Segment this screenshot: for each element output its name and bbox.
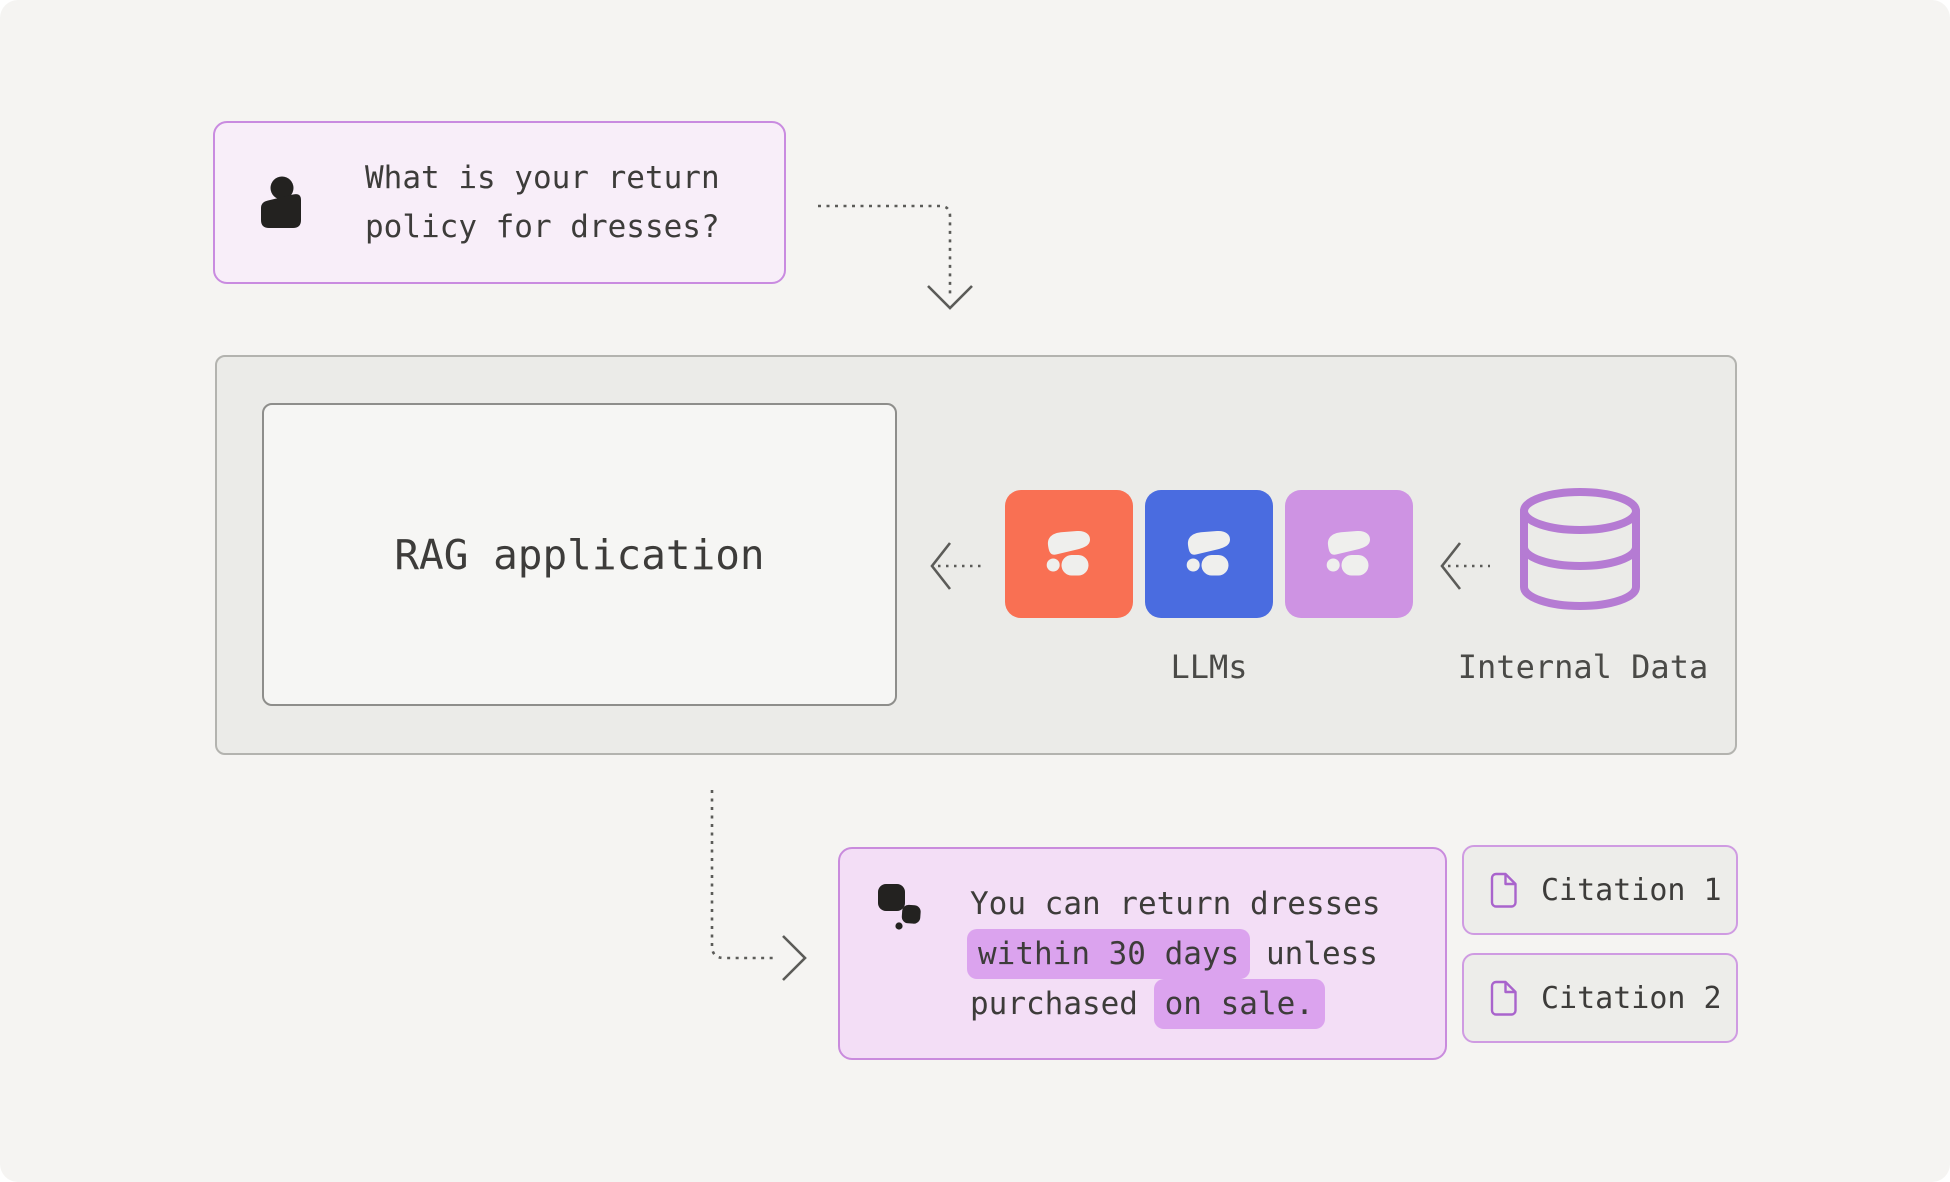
llms-label: LLMs [1170, 648, 1248, 686]
flow-arrow-llms-to-rag [930, 542, 986, 590]
document-icon [1490, 872, 1517, 908]
citation-label: Citation 2 [1541, 980, 1722, 1016]
person-icon [261, 176, 301, 228]
database-icon [1520, 488, 1640, 610]
answer-highlight-on-sale: on sale. [1153, 978, 1325, 1029]
answer-highlight-30-days: within 30 days [967, 928, 1251, 979]
flow-arrow-rag-to-answer [710, 790, 807, 981]
citation-1-card: Citation 1 [1462, 845, 1738, 935]
document-icon [1490, 980, 1517, 1016]
rag-application-box: RAG application [262, 403, 897, 706]
user-question-bubble: What is your return policy for dresses? [213, 121, 786, 284]
assistant-answer-text: You can return dresses within 30 days un… [967, 849, 1422, 1058]
model-logo-icon [1326, 530, 1370, 576]
citation-2-card: Citation 2 [1462, 953, 1738, 1043]
model-logo-icon [1186, 530, 1230, 576]
model-logo-icon [1046, 530, 1090, 576]
answer-segment: unless purchased [970, 935, 1378, 1022]
llm-square-purple [1285, 490, 1413, 618]
user-question-text: What is your return policy for dresses? [365, 159, 720, 245]
internal-data-label: Internal Data [1457, 648, 1709, 686]
llm-square-blue [1145, 490, 1273, 618]
chat-bubbles-icon [878, 884, 921, 930]
rag-application-label: RAG application [394, 530, 765, 579]
flow-arrow-question-to-rag [818, 204, 973, 310]
assistant-answer-bubble: You can return dresses within 30 days un… [838, 847, 1447, 1060]
citation-label: Citation 1 [1541, 872, 1722, 908]
flow-arrow-data-to-llms [1440, 542, 1490, 590]
llm-square-orange [1005, 490, 1133, 618]
answer-segment: You can return dresses [970, 885, 1381, 922]
llm-squares [1005, 490, 1413, 618]
